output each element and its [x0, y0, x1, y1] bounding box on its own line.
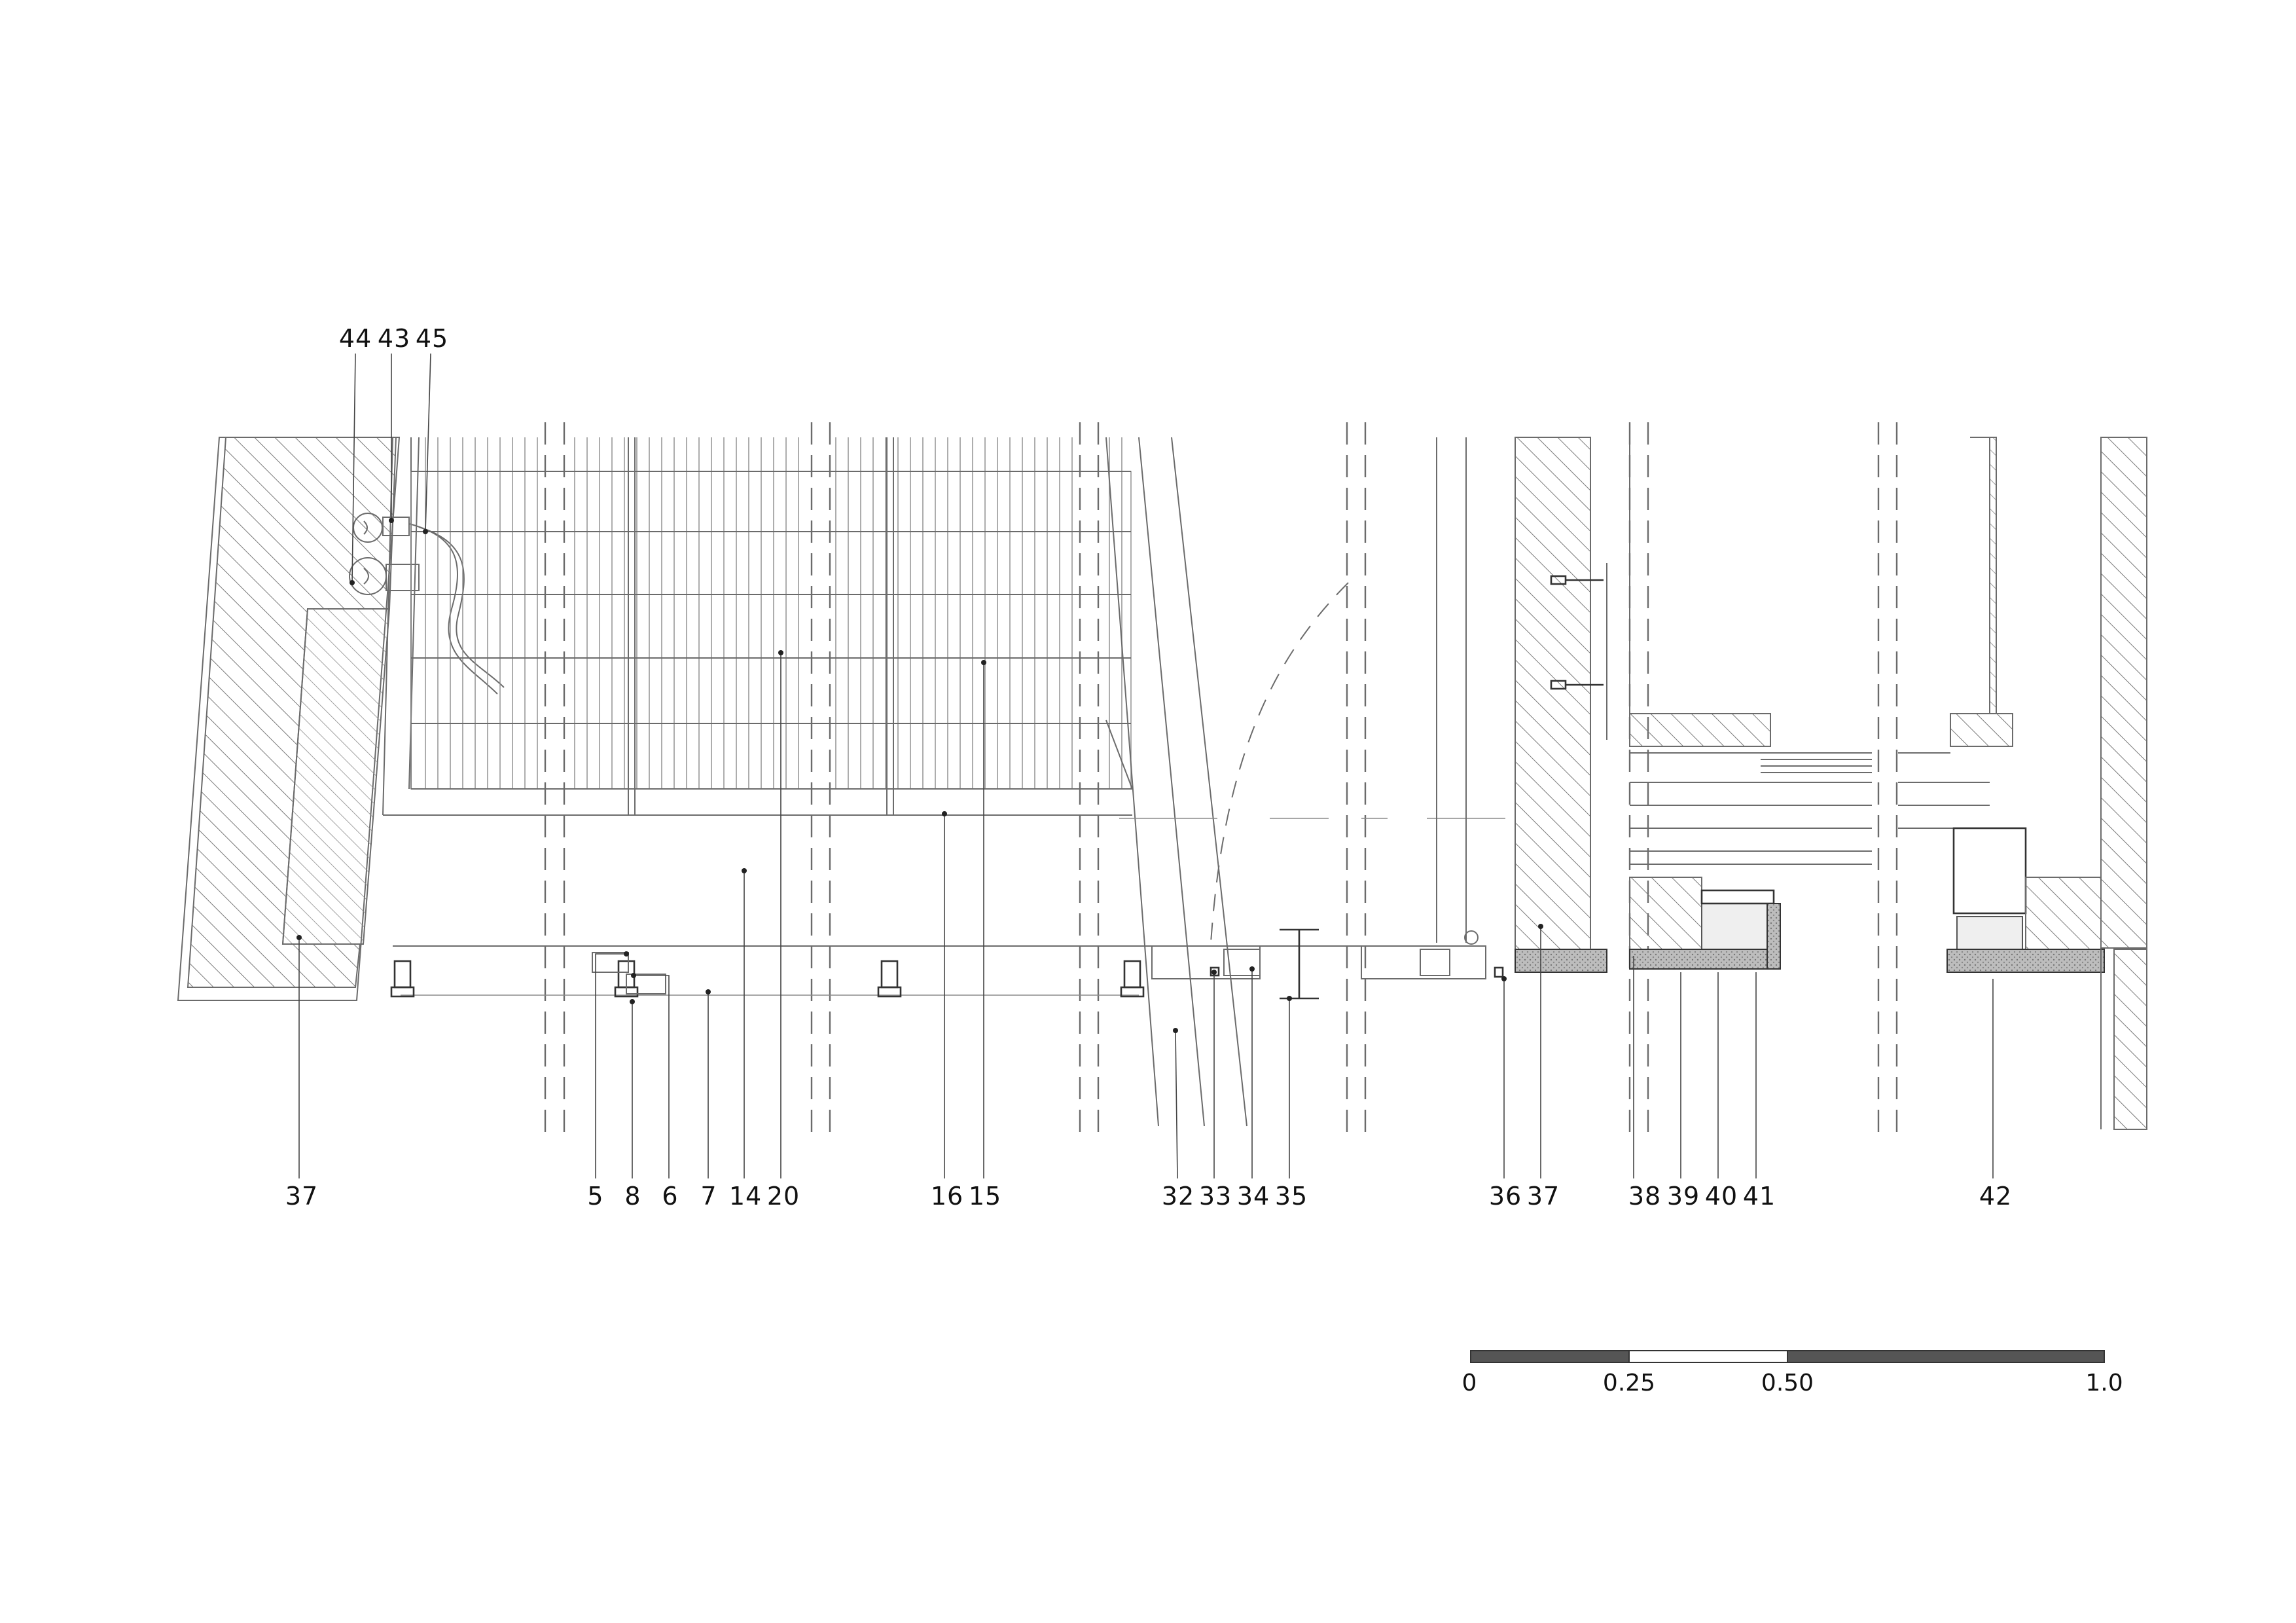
callout-label-7: 7 — [700, 1182, 717, 1211]
callout-label-8: 8 — [624, 1182, 641, 1211]
far-right-wall — [1898, 437, 2147, 1130]
anchor-bolts — [1550, 575, 1604, 690]
callout-label-35: 35 — [1274, 1182, 1308, 1211]
roof-panel-grid — [382, 437, 1132, 816]
callout-label-45: 45 — [415, 324, 449, 353]
gutter-assembly — [349, 513, 505, 695]
callout-label-20: 20 — [766, 1182, 800, 1211]
scale-bar — [1470, 1350, 2105, 1363]
callout-label-37b: 37 — [1526, 1182, 1560, 1211]
callout-label-44: 44 — [338, 324, 372, 353]
scale-label-025: 0.25 — [1602, 1370, 1656, 1396]
callout-label-6: 6 — [662, 1182, 679, 1211]
left-wall-section — [177, 437, 401, 1001]
floor-buildup-right — [1629, 437, 1872, 970]
scale-label-0: 0 — [1462, 1370, 1477, 1396]
leader-lines — [296, 353, 1994, 1179]
callout-label-42: 42 — [1979, 1182, 2013, 1211]
concrete-wall-middle — [1436, 437, 1607, 978]
scale-label-050: 0.50 — [1761, 1370, 1814, 1396]
callout-label-43: 43 — [377, 324, 411, 353]
callout-label-37: 37 — [285, 1182, 319, 1211]
callout-label-36: 36 — [1488, 1182, 1522, 1211]
callout-label-34: 34 — [1236, 1182, 1270, 1211]
ceiling-hangers — [390, 952, 1145, 998]
steel-beam — [1151, 928, 1486, 1000]
callout-label-40: 40 — [1704, 1182, 1738, 1211]
callout-label-16: 16 — [930, 1182, 964, 1211]
callout-label-39: 39 — [1666, 1182, 1700, 1211]
callout-label-14: 14 — [728, 1182, 762, 1211]
callout-label-38: 38 — [1628, 1182, 1662, 1211]
callout-label-15: 15 — [968, 1182, 1002, 1211]
callout-label-32: 32 — [1161, 1182, 1195, 1211]
scale-label-10: 1.0 — [2085, 1370, 2123, 1396]
callout-label-5: 5 — [587, 1182, 604, 1211]
sloped-structure-lines — [1105, 437, 1349, 1127]
callout-label-33: 33 — [1198, 1182, 1232, 1211]
ceiling-line — [393, 818, 1505, 996]
callout-label-41: 41 — [1742, 1182, 1776, 1211]
